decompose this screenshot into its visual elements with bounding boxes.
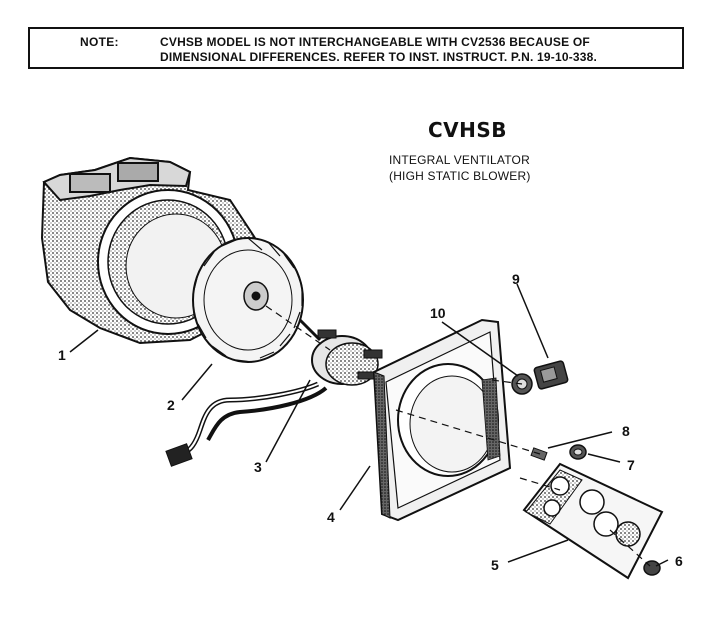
blower-wheel [192,237,304,363]
subtitle-line-2: (HIGH STATIC BLOWER) [389,169,531,183]
callout-5: 5 [491,557,499,573]
callout-6: 6 [675,553,683,569]
assembly-axis-lines [265,305,651,567]
motor-assembly [165,318,383,467]
callout-9: 9 [512,271,520,287]
leader-lines [69,283,669,567]
note-line-1: CVHSB MODEL IS NOT INTERCHANGEABLE WITH … [160,35,590,49]
note-label: NOTE: [80,35,119,49]
callout-7: 7 [627,457,635,473]
callout-1: 1 [58,347,66,363]
grommet-part-7 [569,444,587,460]
cover-panel [372,318,512,522]
control-plate [522,462,664,580]
note-line-2: DIMENSIONAL DIFFERENCES. REFER TO INST. … [160,50,598,64]
subtitle-line-1: INTEGRAL VENTILATOR [389,153,530,167]
note-box: NOTE: CVHSB MODEL IS NOT INTERCHANGEABLE… [28,27,684,69]
callout-10: 10 [430,305,446,321]
callout-8: 8 [622,423,630,439]
callout-2: 2 [167,397,175,413]
callout-3: 3 [254,459,262,475]
switch-part-9 [533,360,569,390]
callout-4: 4 [327,509,335,525]
model-title: CVHSB [428,118,508,142]
